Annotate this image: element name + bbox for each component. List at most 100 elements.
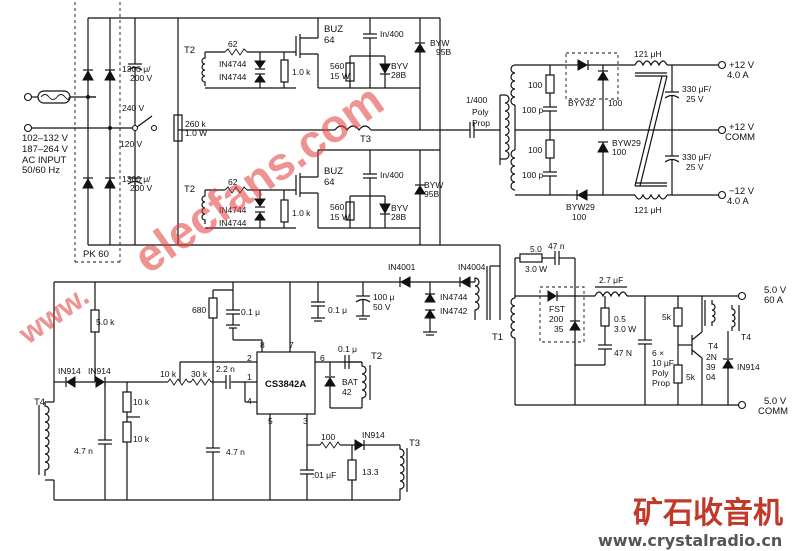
rc-resistor-lower: [545, 139, 555, 159]
ic-pin1: 1: [247, 372, 252, 382]
cap-12v-top-value: 330 μF/: [682, 84, 712, 94]
upper-snubber-resistor: [345, 62, 355, 82]
inductor-5v: [594, 291, 628, 298]
upper-byw-name: BYW: [430, 38, 449, 48]
snub-res-5: 5.0: [530, 244, 542, 254]
cap-100u-value: 100 μ: [373, 292, 395, 302]
byv32-module: [565, 52, 619, 100]
upper-mosfet-number: 64: [324, 35, 335, 46]
bridge-diode-3: [82, 177, 94, 189]
bulk-cap-top-value: 1300 μ/: [122, 64, 151, 74]
upper-zener-1: IN4744: [219, 59, 247, 69]
lower-gate-resistor-1k: [280, 199, 289, 223]
ac-terminal-bottom: [23, 123, 33, 133]
lower-t2-winding: [201, 190, 206, 224]
rc-resistor-upper: [545, 74, 555, 94]
rc-resistor-05: [600, 307, 610, 327]
lower-mosfet-name: BUZ: [324, 166, 343, 177]
inductor-5v-label: 2.7 μF: [599, 275, 623, 285]
t4-label-5v-b: T4: [741, 332, 751, 342]
controller-section: CS3842A 8 7 2 1 4 6 5 3 IN914 IN914 T4: [34, 282, 420, 501]
input-voltage-1: 102–132 V: [22, 133, 69, 144]
zener-in4742: [424, 309, 436, 319]
t4-label-ctrl: T4: [34, 397, 45, 408]
bulk-cap-bot-value: 1300 μ/: [122, 174, 151, 184]
cap-10uf: 10 μF: [652, 358, 674, 368]
diode-in4004: [459, 276, 471, 288]
diode-in914-b: [95, 376, 105, 388]
coupling-t3-label: T3: [360, 134, 371, 145]
upper-byv-diode: [379, 63, 391, 75]
cap-count: 6 ×: [652, 348, 664, 358]
rc-res-05: 0.5: [614, 314, 626, 324]
diode-in914-c: [354, 439, 364, 451]
byv32-res-label: 100: [608, 98, 622, 108]
out-5v-voltage: 5.0 V: [764, 285, 787, 296]
inductor-lower: [634, 193, 668, 200]
switch-120-label: 120 V: [120, 139, 143, 149]
sense-resistor-5k-top: [673, 307, 683, 327]
transistor-num2: 04: [706, 372, 716, 382]
out-12v-comm-voltage: +12 V: [729, 122, 755, 133]
diode-in4004-label: IN4004: [458, 262, 486, 272]
secondary-12v-upper: [510, 64, 516, 106]
diode-in4001-label: IN4001: [388, 262, 416, 272]
upper-resistor-62-label: 62: [228, 39, 238, 49]
diode-in914-5v-label: IN914: [737, 362, 760, 372]
t4-sense-winding-a: [711, 300, 716, 326]
inductor-bot-label: 121 μH: [634, 205, 662, 215]
fst-label: FST: [549, 304, 565, 314]
snub-cap: 47 n: [548, 241, 565, 251]
bat-num-label: 42: [342, 387, 352, 397]
byw29-mid-diode: [597, 141, 609, 153]
cap-22n: 2.2 n: [216, 364, 235, 374]
output-5v-section: 5.0 3.0 W 47 n FST 200 35 2.7 μF 0.5 3.0…: [510, 241, 788, 417]
res-10k-c: 10 k: [160, 369, 177, 379]
byw29-bot-diode: [576, 189, 588, 201]
divider-resistor-10k-a: [122, 391, 132, 413]
rt-resistor-680: [208, 297, 218, 319]
lower-snubber-res-power: 15 W: [330, 212, 350, 222]
out-plus-12v: +12 V: [729, 60, 755, 71]
resistor-13-3: [347, 459, 357, 481]
diode-in914-c-label: IN914: [362, 430, 385, 440]
resistor-10k-c: [167, 378, 189, 386]
t3-drive-winding: [399, 445, 405, 500]
res-133-label: 13.3: [362, 467, 379, 477]
t2-drive-label: T2: [371, 351, 382, 362]
t2-drive-winding: [361, 362, 367, 408]
lower-1k-label: 1.0 k: [292, 208, 311, 218]
upper-byw-diode: [414, 43, 426, 53]
fst-diode-a: [547, 290, 557, 302]
upper-t2-winding: [201, 52, 206, 86]
out-minus-12v-current: 4.0 A: [727, 196, 749, 207]
input-voltage-2: 187–264 V: [22, 144, 69, 155]
res-5k-label: 5.0 k: [96, 317, 115, 327]
cap-01-c: 0.1 μ: [338, 344, 357, 354]
byv32-diode-a: [577, 59, 589, 71]
ic-pin4: 4: [247, 396, 252, 406]
upper-switch-section: T2 62 IN4744 IN4744 1.0 k BUZ 64 In/400: [178, 17, 451, 245]
bleed-resistor-value: 260 k: [185, 119, 207, 129]
lower-byv-number: 28B: [391, 212, 406, 222]
output-12v-section: 100 100 p 100 100 p BYV32 100 BYW29 100 …: [510, 49, 755, 222]
cap-12v-top-voltage: 25 V: [686, 94, 704, 104]
upper-byw-number: 95B: [436, 47, 451, 57]
lower-byw-name: BYW: [424, 180, 443, 190]
rc-cap-47n: 47 N: [614, 348, 632, 358]
diode-in4001: [399, 276, 411, 288]
zener-in4744-label: IN4744: [440, 292, 468, 302]
t4-label-5v-a: T4: [708, 341, 718, 351]
snubber-resistor-5: [519, 253, 543, 263]
bat-label: BAT: [342, 377, 358, 387]
terminal-5v: [737, 291, 747, 301]
input-label: AC INPUT: [22, 155, 67, 166]
t3-primary: [334, 125, 372, 131]
terminal-12v-comm: [717, 125, 727, 135]
terminal-5v-comm: [737, 400, 747, 410]
lower-byv-diode: [379, 203, 391, 215]
bleed-resistor: [173, 114, 183, 142]
res-30k: 30 k: [191, 369, 208, 379]
coupling-cap-type1: Poly: [472, 107, 489, 117]
coupling-section: T3 1/400 Poly Prop: [178, 94, 510, 165]
